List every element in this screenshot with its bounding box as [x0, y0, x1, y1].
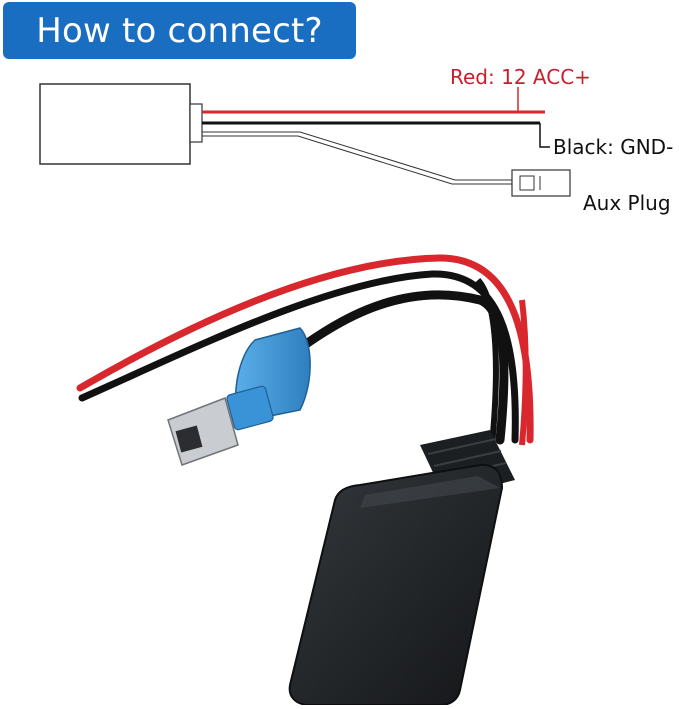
- photo-black-wire: [78, 270, 519, 444]
- wiring-diagram: [39, 83, 571, 197]
- photo-red-wire: [76, 254, 534, 444]
- module-box-icon: [39, 83, 191, 165]
- black-wire-label: Black: GND-: [553, 135, 674, 159]
- header-banner: How to connect?: [3, 2, 356, 59]
- aux-plug-label: Aux Plug: [583, 191, 671, 215]
- aux-plug-icon: [511, 169, 571, 197]
- bluetooth-module-icon: [288, 463, 504, 705]
- red-wire-label: Red: 12 ACC+: [450, 65, 591, 89]
- blue-connector-icon: [167, 327, 311, 466]
- banner-title: How to connect?: [36, 11, 323, 51]
- module-connector-tab: [189, 103, 203, 143]
- aux-wire-1: [202, 131, 512, 181]
- photo-connector-cable: [255, 290, 509, 445]
- aux-wire-2: [202, 135, 512, 185]
- product-photo: [76, 254, 534, 705]
- black-wire-leader: [539, 123, 550, 148]
